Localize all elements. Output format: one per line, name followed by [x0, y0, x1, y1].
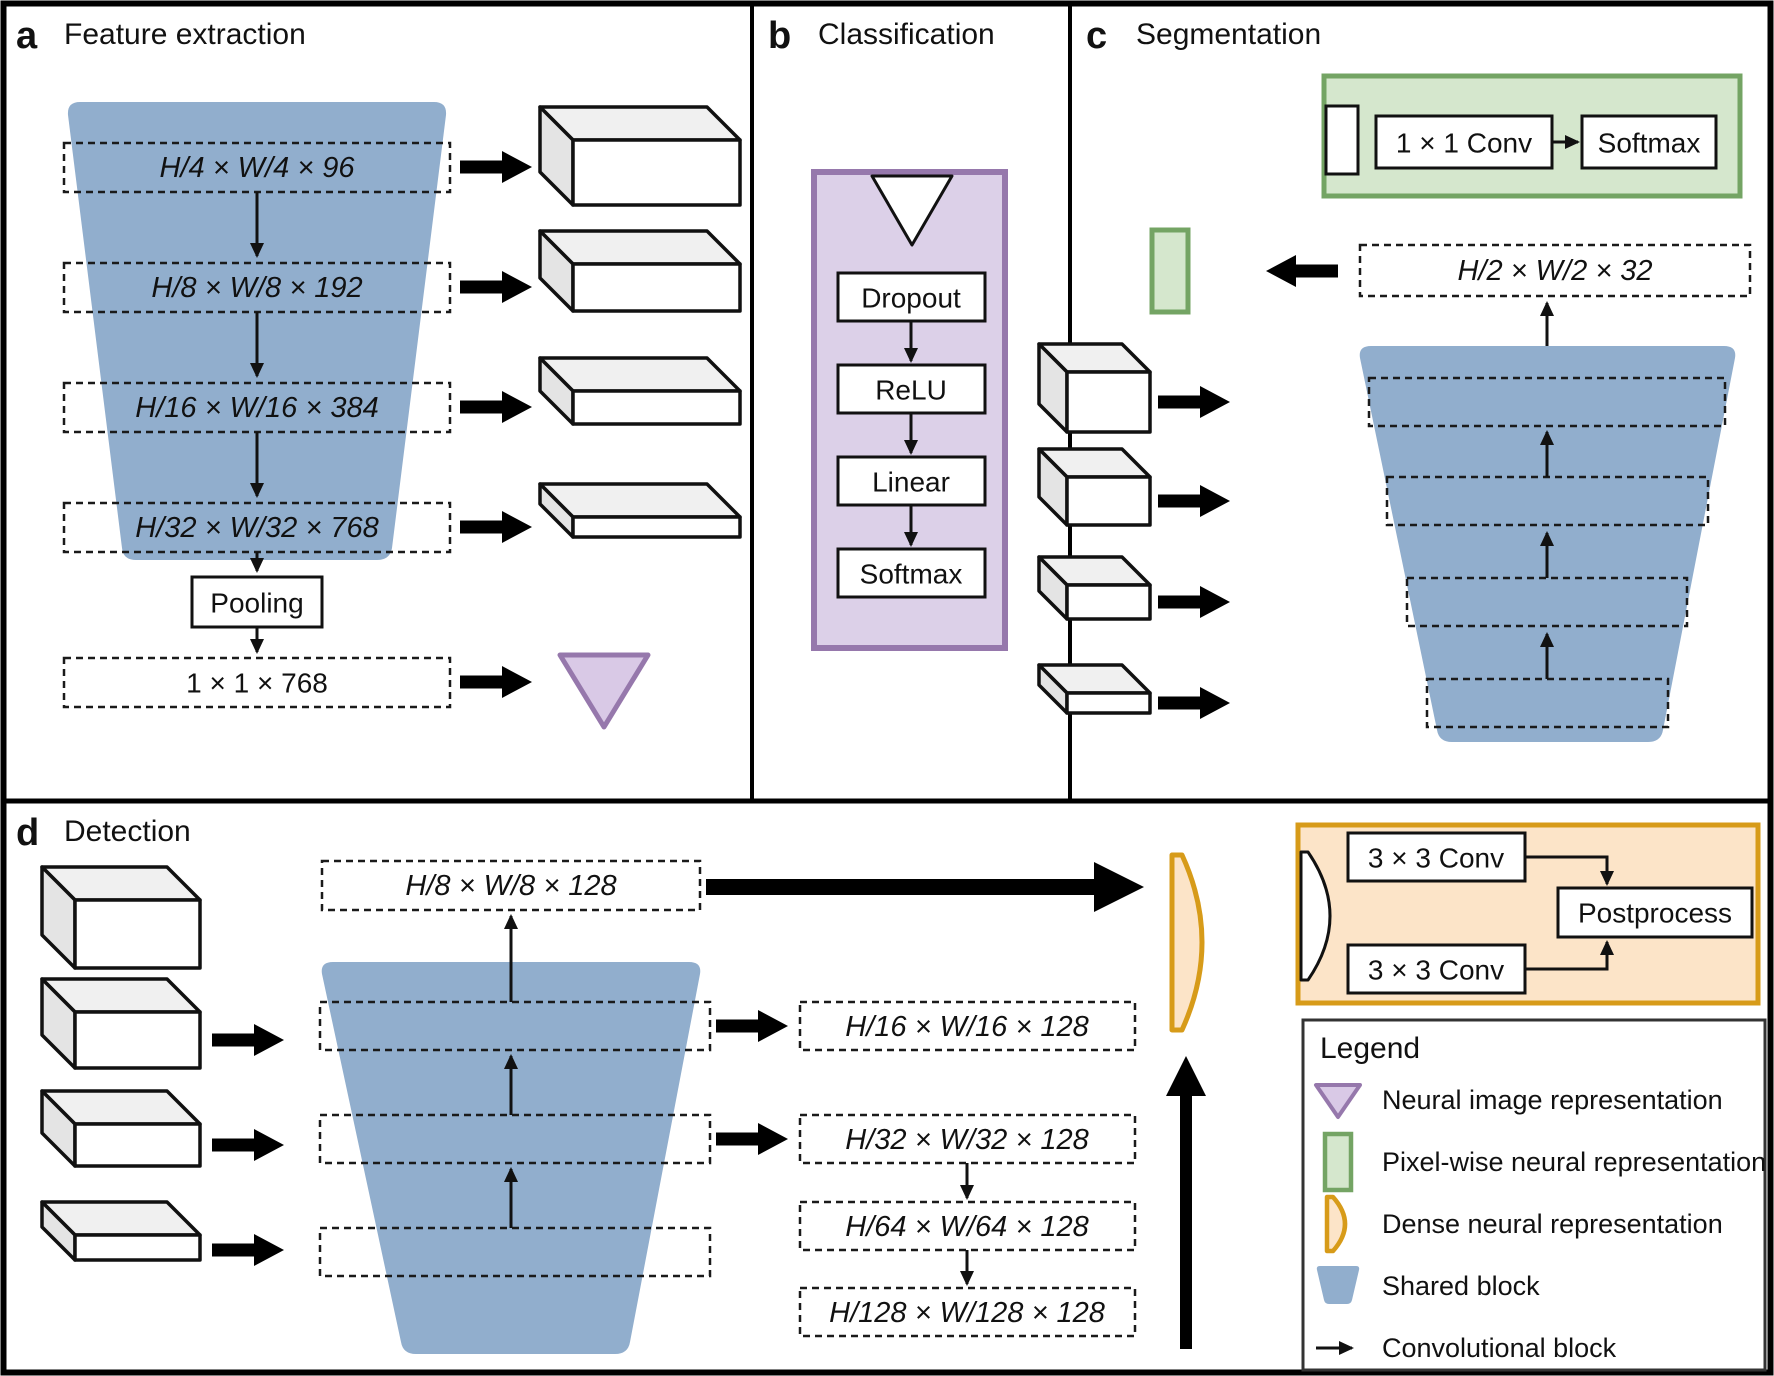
panel-segmentation: c Segmentation 1 × 1 Conv Softmax H/2 × …: [1037, 15, 1752, 742]
seg-cuboid-3: [1037, 555, 1152, 621]
legend-item-1: Neural image representation: [1382, 1085, 1723, 1115]
det-out-label-32: H/32 × W/32 × 128: [845, 1124, 1088, 1156]
softmax-box-b: [836, 547, 987, 599]
conv1x1-label: 1 × 1 Conv: [1396, 128, 1532, 159]
legend-item-2: Pixel-wise neural representation: [1382, 1147, 1766, 1177]
input-triangle-icon: [870, 174, 954, 247]
conv3x3-top-box: [1346, 831, 1527, 883]
det-cuboid-4: [40, 1200, 202, 1262]
stage-label-3: H/16 × W/16 × 384: [135, 392, 378, 424]
seg-cuboid-4: [1037, 663, 1152, 715]
panel-d-title: Detection: [64, 815, 191, 848]
det-top-feature-label: H/8 × W/8 × 128: [405, 870, 616, 902]
feature-cuboid-2: [538, 229, 742, 313]
seg-feature-label: H/2 × W/2 × 32: [1457, 255, 1652, 287]
neural-image-representation-icon: [557, 652, 651, 730]
panel-detection: d Detection H/8 × W/8 × 128: [16, 812, 1761, 1354]
legend-item-3: Dense neural representation: [1382, 1209, 1723, 1239]
pixelwise-representation-icon: [1149, 227, 1191, 315]
seg-row-3: [1405, 576, 1689, 628]
dropout-label: Dropout: [861, 283, 961, 314]
relu-box: [836, 363, 987, 415]
relu-label: ReLU: [875, 375, 947, 406]
softmax-label-c: Softmax: [1598, 128, 1701, 159]
pooling-box: [190, 575, 324, 629]
softmax-box-c: [1580, 114, 1718, 170]
det-long-arrow: [706, 862, 1144, 912]
conv3x3-top-label: 3 × 3 Conv: [1368, 843, 1504, 874]
legend-item-4: Shared block: [1382, 1271, 1540, 1301]
det-cuboid-2: [40, 977, 202, 1070]
arrow-conv-top-postprocess: [1525, 855, 1614, 886]
dropout-box: [836, 271, 987, 323]
panel-b-title: Classification: [818, 18, 995, 51]
panel-a-title: Feature extraction: [64, 18, 306, 51]
seg-cuboid-2: [1037, 447, 1152, 527]
det-row-1: [318, 1000, 712, 1052]
shared-block-decoder-det: [321, 962, 701, 1354]
legend-shared-block-icon: [1316, 1266, 1360, 1304]
linear-box: [836, 455, 987, 507]
panel-classification: b Classification Dropout ReLU Linear Sof…: [768, 15, 1008, 651]
conv3x3-bottom-label: 3 × 3 Conv: [1368, 955, 1504, 986]
pixelwise-input-icon: [1324, 104, 1360, 176]
panel-c-label: c: [1086, 15, 1107, 57]
det-out-label-16: H/16 × W/16 × 128: [845, 1011, 1088, 1043]
feature-cuboid-1: [538, 105, 742, 207]
stage-label-2: H/8 × W/8 × 192: [151, 272, 362, 304]
postprocess-label: Postprocess: [1578, 898, 1732, 929]
det-row-2: [318, 1113, 712, 1165]
feature-cuboid-3: [538, 356, 742, 426]
seg-cuboid-1: [1037, 342, 1152, 434]
vector-label: 1 × 1 × 768: [186, 668, 328, 699]
panel-b-label: b: [768, 15, 791, 57]
panel-c-title: Segmentation: [1136, 18, 1321, 51]
legend-pixelwise-icon: [1322, 1131, 1354, 1193]
seg-feature-box: [1358, 243, 1752, 298]
det-out-label-64: H/64 × W/64 × 128: [845, 1211, 1088, 1243]
legend-title: Legend: [1320, 1032, 1420, 1065]
linear-label: Linear: [872, 467, 950, 498]
vector-box: [62, 656, 452, 709]
stage-label-4: H/32 × W/32 × 768: [135, 512, 378, 544]
legend-item-5: Convolutional block: [1382, 1333, 1617, 1363]
det-top-feature-box: [320, 859, 702, 912]
seg-row-1: [1367, 376, 1727, 428]
det-big-up-arrow: [1166, 1056, 1206, 1349]
det-out-label-128: H/128 × W/128 × 128: [829, 1297, 1105, 1329]
arrow-conv-bottom-postprocess: [1525, 940, 1614, 971]
softmax-label-b: Softmax: [860, 559, 963, 590]
dense-input-icon: [1299, 850, 1332, 982]
panel-feature-extraction: a Feature extraction H/4 × W/4 × 96 H/8 …: [16, 15, 742, 730]
legend: Legend Neural image representation Pixel…: [1301, 1018, 1767, 1372]
postprocess-box: [1556, 886, 1754, 939]
conv1x1-box: [1374, 114, 1554, 170]
det-cuboid-1: [40, 865, 202, 970]
legend-dense-icon: [1324, 1194, 1348, 1254]
det-row-3: [318, 1226, 712, 1278]
feature-cuboid-4: [538, 482, 742, 539]
panel-a-label: a: [16, 15, 38, 57]
panel-d-label: d: [16, 812, 39, 854]
stage-label-1: H/4 × W/4 × 96: [159, 152, 355, 184]
pooling-label: Pooling: [210, 588, 303, 619]
det-cuboid-3: [40, 1089, 202, 1168]
legend-neural-image-icon: [1314, 1083, 1362, 1119]
legend-box: [1301, 1018, 1767, 1372]
dense-representation-icon: [1169, 852, 1205, 1033]
